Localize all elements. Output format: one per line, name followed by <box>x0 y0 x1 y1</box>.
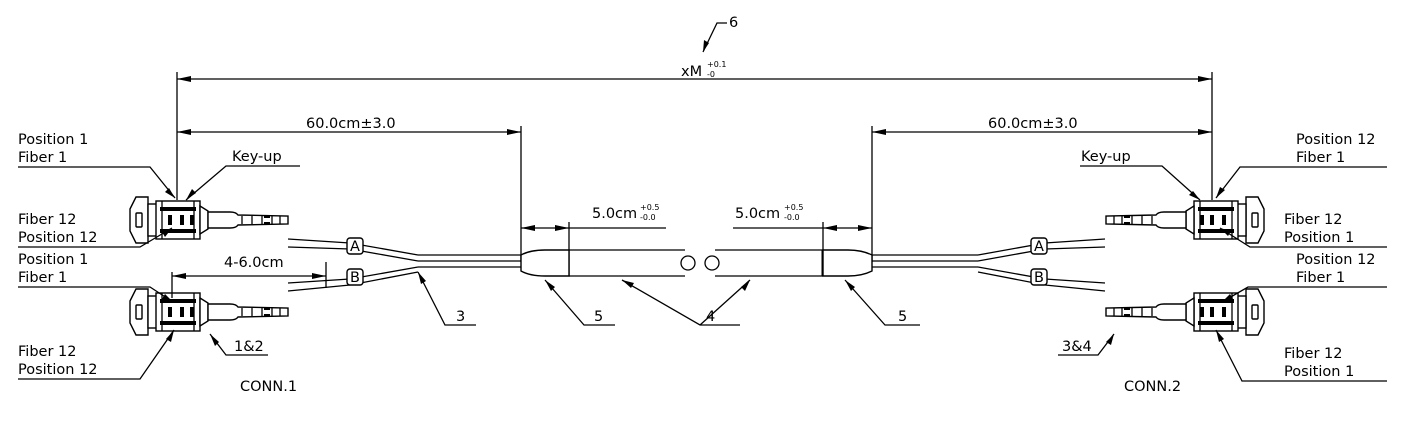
key-up-right-leader: Key-up <box>1080 149 1201 201</box>
svg-text:5: 5 <box>594 309 603 325</box>
leg-a-tag-right <box>1030 237 1048 255</box>
svg-text:Fiber 1: Fiber 1 <box>1296 270 1345 286</box>
ref-6-label: 6 <box>729 15 738 31</box>
key-up-left-label: Key-up <box>232 149 282 165</box>
right-sleeve-dimension: 5.0cm +0.5 -0.0 <box>733 203 872 276</box>
svg-text:Position 12: Position 12 <box>1296 132 1376 148</box>
breakout-length-label: 4-6.0cm <box>224 255 284 271</box>
svg-text:3&4: 3&4 <box>1062 339 1092 355</box>
connector-left-a <box>129 196 289 244</box>
trunk-cable <box>418 249 978 277</box>
left-sleeve-tol-plus: +0.5 <box>640 203 659 212</box>
svg-text:Fiber 1: Fiber 1 <box>1296 150 1345 166</box>
ref-3-4-leader: 3&4 <box>1058 333 1115 356</box>
svg-text:Fiber 1: Fiber 1 <box>18 150 67 166</box>
callout-left-bot-a: Position 1 Fiber 1 <box>18 252 174 303</box>
overall-length-tol-plus: +0.1 <box>707 60 726 69</box>
right-breakout-legs: A B <box>977 237 1106 292</box>
svg-text:Fiber 12: Fiber 12 <box>1284 346 1342 362</box>
right-length-label: 60.0cm±3.0 <box>988 116 1078 132</box>
svg-text:Position 1: Position 1 <box>18 132 88 148</box>
ref-4-leader: 4 <box>621 279 751 326</box>
overall-length-dimension: xM +0.1 -0 <box>176 60 1213 200</box>
left-sleeve-label: 5.0cm <box>592 206 637 222</box>
svg-text:Fiber 1: Fiber 1 <box>18 270 67 286</box>
left-length-dimension: 60.0cm±3.0 <box>177 116 522 262</box>
svg-text:4: 4 <box>706 309 715 325</box>
svg-text:3: 3 <box>456 309 465 325</box>
connector-right-a <box>1105 196 1265 244</box>
ref-5-right-leader: 5 <box>844 279 920 326</box>
svg-text:Fiber 12: Fiber 12 <box>18 212 76 228</box>
leg-a-label-left: A <box>350 239 360 255</box>
leg-a-tag-left <box>346 237 364 255</box>
right-length-dimension: 60.0cm±3.0 <box>871 116 1212 262</box>
ref-1-2-leader: 1&2 <box>209 333 268 356</box>
callout-right-bot-b: Fiber 12 Position 1 <box>1215 329 1387 382</box>
callout-left-top-a: Position 1 Fiber 1 <box>18 132 176 199</box>
callout-left-top-b: Fiber 12 Position 12 <box>18 212 173 248</box>
key-up-left-leader: Key-up <box>185 149 300 201</box>
leg-b-tag-right <box>1030 268 1048 286</box>
svg-text:Position 1: Position 1 <box>1284 230 1354 246</box>
overall-length-label: xM <box>681 64 702 80</box>
svg-text:Fiber 12: Fiber 12 <box>18 344 76 360</box>
connector-right-b <box>1105 288 1265 336</box>
svg-text:1&2: 1&2 <box>234 339 264 355</box>
svg-text:Position 12: Position 12 <box>18 362 98 378</box>
connector-left-b <box>129 288 289 336</box>
conn1-label: CONN.1 <box>240 379 297 395</box>
left-sleeve-tol-minus: -0.0 <box>640 213 656 222</box>
callout-right-top-a: Position 12 Fiber 1 <box>1215 132 1387 199</box>
ref-6-leader: 6 <box>702 15 738 53</box>
svg-text:Position 1: Position 1 <box>18 252 88 268</box>
right-sleeve-label: 5.0cm <box>735 206 780 222</box>
left-sleeve-dimension: 5.0cm +0.5 -0.0 <box>521 203 666 276</box>
callout-left-bot-b: Fiber 12 Position 12 <box>18 329 175 380</box>
leg-b-tag-left <box>346 268 364 286</box>
leg-b-label-left: B <box>350 270 360 286</box>
key-up-right-label: Key-up <box>1081 149 1131 165</box>
ref-3-leader: 3 <box>417 271 476 326</box>
right-sleeve-tol-minus: -0.0 <box>784 213 800 222</box>
overall-length-tol-minus: -0 <box>707 70 715 79</box>
svg-text:Fiber 12: Fiber 12 <box>1284 212 1342 228</box>
conn2-label: CONN.2 <box>1124 379 1181 395</box>
leg-b-label-right: B <box>1034 270 1044 286</box>
svg-text:5: 5 <box>898 309 907 325</box>
callout-right-bot-a: Position 12 Fiber 1 <box>1221 252 1387 303</box>
svg-text:Position 12: Position 12 <box>1296 252 1376 268</box>
callout-right-top-b: Fiber 12 Position 1 <box>1219 212 1387 248</box>
svg-text:Position 1: Position 1 <box>1284 364 1354 380</box>
leg-a-label-right: A <box>1034 239 1044 255</box>
left-breakout-legs: A B <box>287 237 419 292</box>
svg-text:Position 12: Position 12 <box>18 230 98 246</box>
left-length-label: 60.0cm±3.0 <box>306 116 396 132</box>
right-sleeve-tol-plus: +0.5 <box>784 203 803 212</box>
breakout-length-dimension: 4-6.0cm <box>171 255 327 298</box>
ref-5-left-leader: 5 <box>544 279 615 326</box>
